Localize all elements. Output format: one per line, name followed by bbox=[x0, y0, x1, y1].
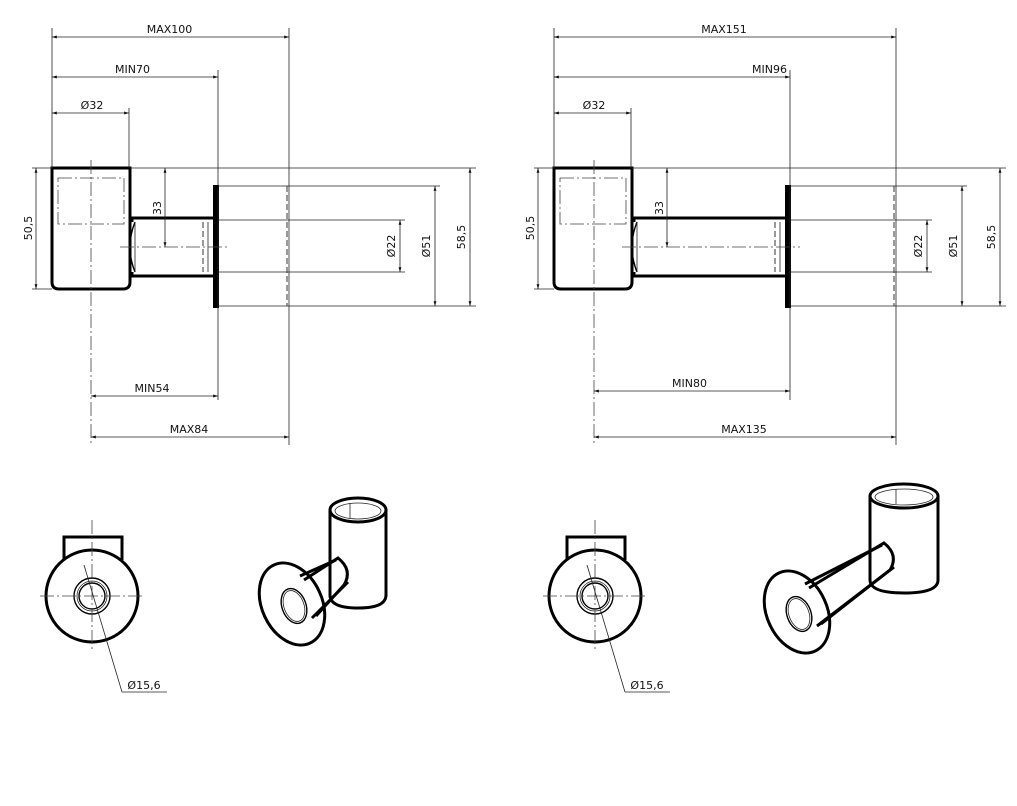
dim-axis-offset: 33 bbox=[653, 201, 666, 215]
dim-tube-diameter: Ø22 bbox=[912, 235, 925, 258]
iso-tube-body bbox=[808, 541, 895, 626]
front-view-short: Ø15,6 bbox=[40, 520, 167, 693]
dim-projection-max: MAX135 bbox=[721, 423, 767, 436]
dim-projection-max: MAX84 bbox=[170, 423, 209, 436]
iso-tube-body bbox=[303, 556, 349, 618]
dim-overall-max: MAX100 bbox=[147, 23, 193, 36]
iso-tube bbox=[804, 543, 895, 628]
iso-body-top bbox=[868, 482, 940, 510]
iso-bore-inner bbox=[787, 598, 811, 630]
dim-overall-min: MIN70 bbox=[115, 63, 150, 76]
isometric-view-short bbox=[257, 496, 388, 647]
dim-total-height: 58,5 bbox=[455, 225, 468, 250]
front-view-long: Ø15,6 bbox=[543, 520, 670, 693]
dim-body-diameter: Ø32 bbox=[583, 99, 606, 112]
tube-outline bbox=[632, 216, 785, 278]
dim-body-diameter: Ø32 bbox=[81, 99, 104, 112]
body-bracket bbox=[62, 535, 124, 560]
hidden-bore bbox=[559, 177, 627, 225]
dim-projection-min: MIN80 bbox=[672, 377, 707, 390]
dim-body-height: 50,5 bbox=[524, 216, 537, 241]
dim-overall-min: MIN96 bbox=[752, 63, 787, 76]
iso-bore bbox=[280, 587, 308, 625]
body-outline bbox=[50, 166, 132, 291]
tube-outline bbox=[130, 216, 213, 278]
dim-flange-diameter: Ø51 bbox=[420, 235, 433, 258]
iso-body-bore bbox=[334, 502, 382, 520]
dim-axis-offset: 33 bbox=[151, 201, 164, 215]
dim-overall-max: MAX151 bbox=[701, 23, 747, 36]
dim-bore-diameter: Ø15,6 bbox=[630, 679, 663, 692]
dim-total-height: 58,5 bbox=[985, 225, 998, 250]
leader-line bbox=[586, 564, 626, 693]
dim-bore-diameter: Ø15,6 bbox=[127, 679, 160, 692]
dim-tube-diameter: Ø22 bbox=[385, 235, 398, 258]
iso-body-bore bbox=[874, 488, 934, 506]
iso-bore bbox=[785, 595, 813, 633]
body-outline bbox=[552, 166, 634, 291]
dim-body-height: 50,5 bbox=[22, 216, 35, 241]
iso-flange bbox=[257, 561, 327, 647]
body-bracket bbox=[565, 535, 627, 560]
dim-flange-diameter: Ø51 bbox=[947, 235, 960, 258]
leader-line bbox=[83, 564, 123, 693]
iso-flange bbox=[762, 569, 832, 655]
iso-bore-inner bbox=[282, 590, 306, 622]
isometric-view-long bbox=[762, 482, 940, 655]
flange bbox=[785, 185, 791, 308]
dim-projection-min: MIN54 bbox=[135, 382, 170, 395]
iso-body-top bbox=[328, 496, 388, 524]
flange bbox=[213, 185, 219, 308]
